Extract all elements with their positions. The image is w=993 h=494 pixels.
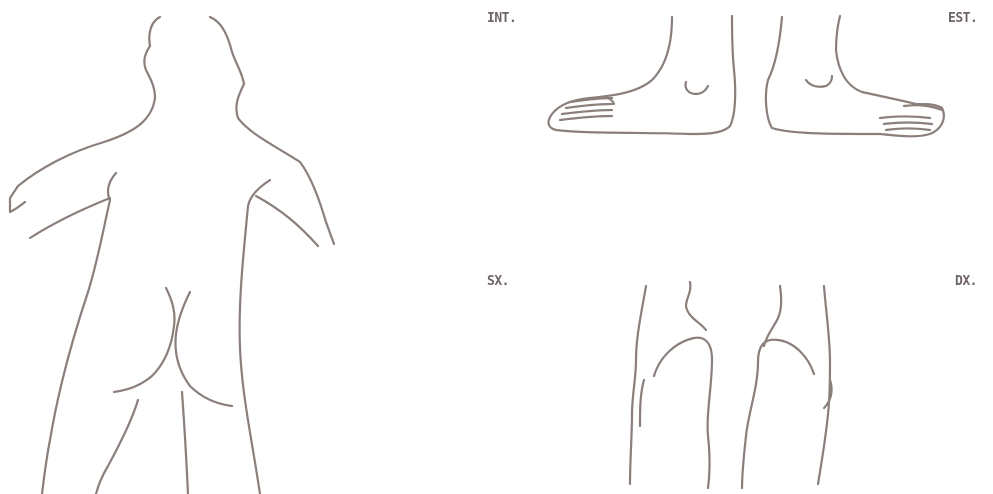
right-knee bbox=[742, 286, 832, 488]
knee-left-label: SX. bbox=[487, 274, 509, 289]
left-knee-cap bbox=[654, 338, 712, 488]
left-foot-ankle-bone bbox=[685, 82, 708, 94]
right-foot-toes bbox=[880, 105, 942, 130]
back-figure-right-buttock bbox=[176, 292, 232, 406]
foot-external-label: EST. bbox=[948, 11, 977, 26]
back-figure-right-arm-inner bbox=[256, 196, 318, 246]
right-knee-inner-fold bbox=[764, 286, 781, 346]
right-foot bbox=[766, 16, 944, 136]
back-figure-left-contour bbox=[10, 17, 160, 212]
left-knee-tendon bbox=[640, 380, 644, 426]
back-figure-spine-cleft bbox=[114, 288, 175, 392]
left-foot-toes bbox=[560, 97, 614, 120]
right-knee-cap bbox=[742, 340, 814, 488]
right-foot-ankle-bone bbox=[806, 76, 832, 87]
back-figure-left-armpit bbox=[42, 173, 116, 494]
left-foot-outline bbox=[549, 16, 736, 134]
right-foot-outline bbox=[766, 16, 944, 136]
back-figure-right-armpit bbox=[240, 180, 270, 494]
right-knee-outer bbox=[818, 286, 830, 484]
left-foot bbox=[549, 16, 736, 134]
back-figure-right-contour bbox=[210, 17, 334, 244]
back-figure-left-arm-inner bbox=[30, 198, 110, 238]
back-figure-left-thigh bbox=[96, 400, 138, 494]
left-knee-inner-fold bbox=[686, 282, 706, 330]
back-figure bbox=[10, 17, 334, 494]
foot-internal-label: INT. bbox=[487, 11, 516, 26]
left-knee bbox=[630, 282, 712, 488]
right-knee-tendon bbox=[824, 380, 832, 408]
knee-right-label: DX. bbox=[955, 274, 977, 289]
back-figure-right-thigh bbox=[182, 392, 188, 494]
